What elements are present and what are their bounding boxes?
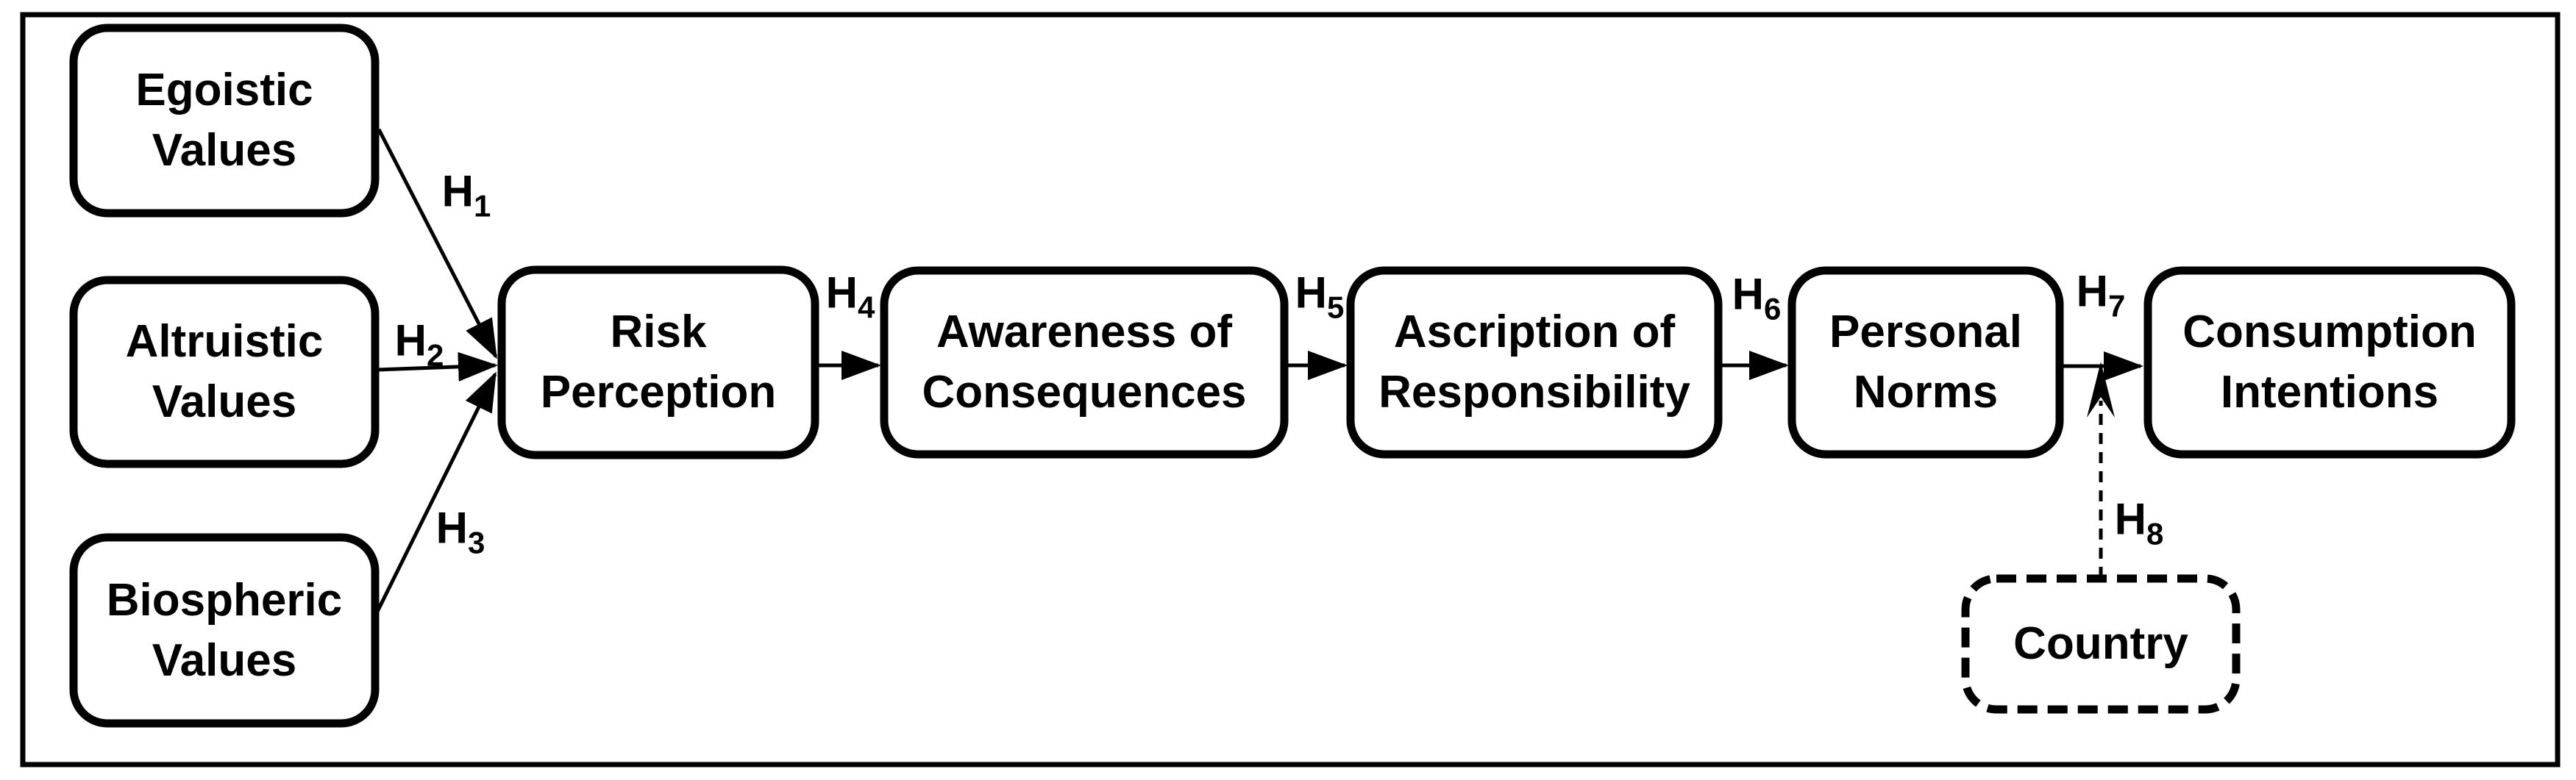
edges — [373, 128, 2143, 618]
node-biospheric-values-box — [69, 533, 380, 728]
edge-h3-arrow — [373, 371, 497, 618]
node-personal-norms-box — [1787, 266, 2064, 459]
node-boxes — [69, 24, 2516, 728]
edge-h1-arrow — [377, 128, 498, 359]
node-country-box — [1961, 574, 2241, 714]
edge-h2-arrow — [376, 351, 498, 382]
node-awareness-of-consequences-box — [880, 266, 1289, 459]
node-consumption-intentions-box — [2143, 266, 2516, 459]
node-risk-perception-box — [497, 265, 819, 459]
node-ascription-of-responsibility-box — [1346, 266, 1723, 459]
edge-h8-arrowhead — [2087, 362, 2115, 418]
outer-frame — [20, 12, 2561, 768]
node-egoistic-values-box — [69, 24, 380, 218]
node-altruistic-values-box — [69, 276, 380, 468]
